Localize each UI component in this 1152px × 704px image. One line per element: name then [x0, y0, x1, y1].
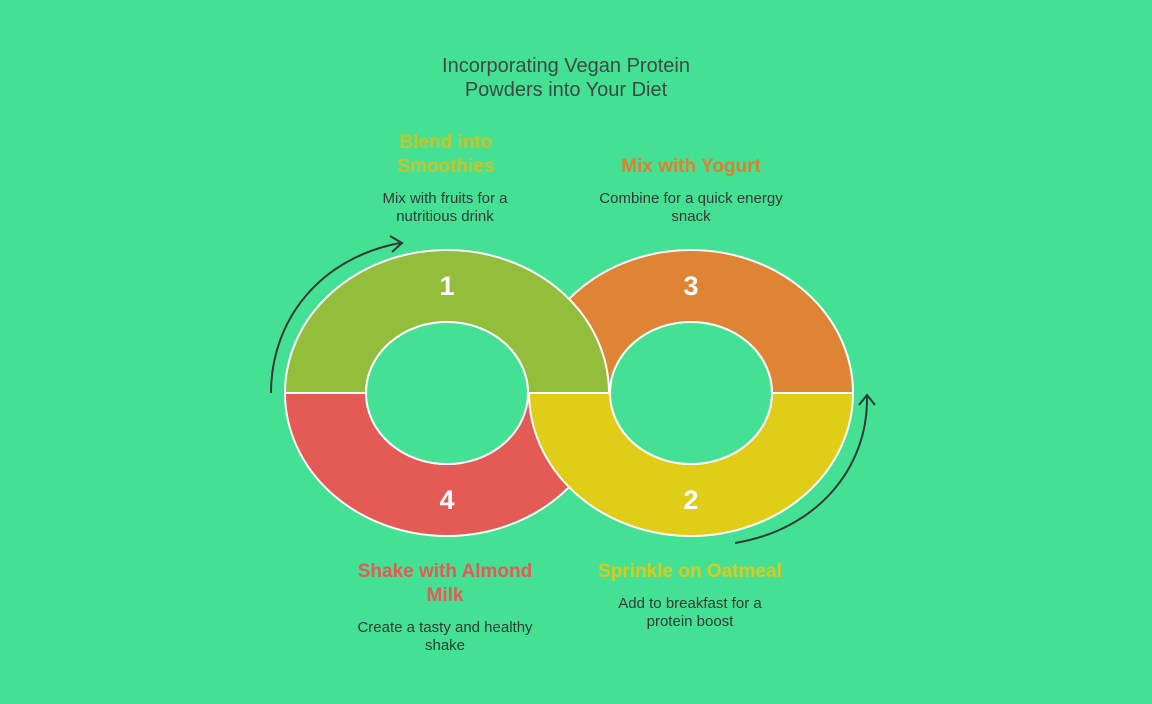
step-2-number: 2: [683, 485, 698, 515]
flow-arrow-left-head: [389, 235, 404, 253]
step-1-title: Blend into Smoothies: [397, 132, 495, 177]
right-ring-hole: [609, 321, 773, 465]
step-3-description: Combine for a quick energy snack: [599, 190, 783, 225]
flow-arrow-left: [270, 242, 401, 394]
flow-arrow-right: [734, 396, 869, 544]
left-ring-hole: [365, 321, 529, 465]
step-3-number: 3: [683, 271, 698, 301]
step-4-number: 4: [439, 485, 454, 515]
step-4-title: Shake with Almond Milk: [357, 561, 533, 606]
flow-arrow-right-head: [858, 393, 876, 406]
step-3-title: Mix with Yogurt: [621, 156, 761, 177]
step-1-description: Mix with fruits for a nutritious drink: [382, 190, 508, 225]
step-4-description: Create a tasty and healthy shake: [357, 619, 533, 654]
step-2-description: Add to breakfast for a protein boost: [618, 595, 762, 630]
step-1-number: 1: [439, 271, 454, 301]
diagram-title: Incorporating Vegan Protein Powders into…: [442, 55, 690, 101]
step-2-title: Sprinkle on Oatmeal: [598, 561, 782, 582]
